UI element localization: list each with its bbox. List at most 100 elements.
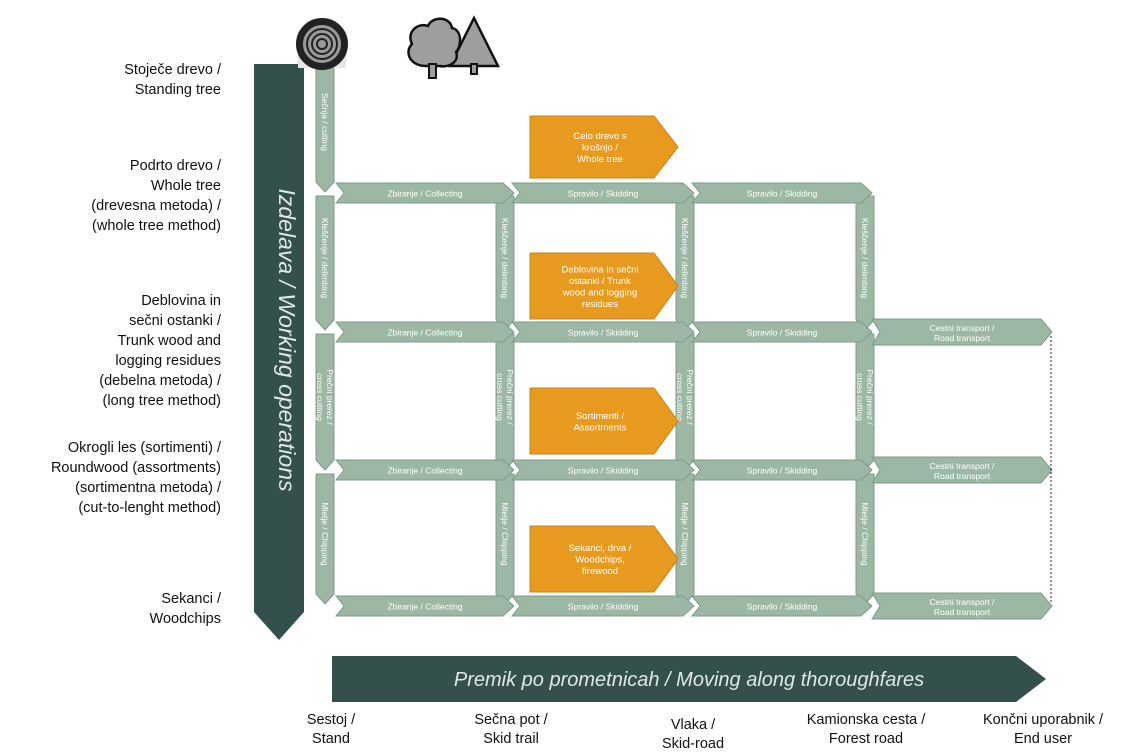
movement-arrow-shape xyxy=(871,592,1053,620)
row-label-standing-tree: Stoječe drevo / Standing tree xyxy=(124,62,221,98)
operation-arrow-label: Prečni prerez /cross cutting xyxy=(495,369,515,425)
movement-arrow-shape xyxy=(690,459,873,481)
delimbing-arrow: Kleščenje / delimbing xyxy=(675,195,695,331)
product-arrow-shape xyxy=(529,387,679,455)
cross-cutting-arrow: Prečni prerez /cross cutting xyxy=(495,333,515,471)
forest-trees-icon xyxy=(407,15,501,79)
chipping-arrow: Mletje / Chipping xyxy=(495,473,515,605)
movement-arrow-label: Zbiranje / Collecting xyxy=(387,466,462,476)
product-arrow-shape xyxy=(529,115,679,179)
moving-thoroughfares-arrow xyxy=(332,656,1046,702)
movement-arrow-shape xyxy=(334,595,515,617)
movement-arrow-label: Spravilo / Skidding xyxy=(747,189,818,199)
product-arrow-shape xyxy=(529,525,679,593)
row-label-roundwood: Okrogli les (sortimenti) / Roundwood (as… xyxy=(50,440,221,516)
delimbing-arrow: Kleščenje / delimbing xyxy=(315,195,335,331)
movement-arrow-shape xyxy=(871,318,1053,346)
operation-arrow-shape xyxy=(495,473,515,605)
movement-arrow-shape xyxy=(510,595,695,617)
skidding-arrow: Spravilo / Skidding xyxy=(690,459,873,481)
column-label-skid-road: Vlaka / Skid-road xyxy=(661,717,725,752)
row-label-trunk-wood: Deblovina in sečni ostanki / Trunk wood … xyxy=(99,293,221,409)
chipping-arrow: Mletje / Chipping xyxy=(315,473,335,605)
operation-arrow-label: Kleščenje / delimbing xyxy=(680,218,690,299)
product-woodchips-arrow: Sekanci, drva /Woodchips,firewood xyxy=(529,525,679,593)
movement-arrow-label: Spravilo / Skidding xyxy=(747,602,818,612)
movement-arrow-label: Spravilo / Skidding xyxy=(747,328,818,338)
operation-arrow-shape xyxy=(855,333,875,471)
movement-arrow-label: Cestni transport /Road transport xyxy=(930,323,995,343)
skidding-arrow: Spravilo / Skidding xyxy=(510,459,695,481)
operation-arrow-shape xyxy=(315,195,335,331)
skidding-arrow: Spravilo / Skidding xyxy=(510,595,695,617)
row-label-whole-tree: Podrto drevo / Whole tree (drevesna meto… xyxy=(91,158,221,234)
movement-arrow-shape xyxy=(871,456,1053,484)
collecting-arrow: Zbiranje / Collecting xyxy=(334,182,515,204)
movement-arrow-label: Spravilo / Skidding xyxy=(568,466,639,476)
movement-arrow-shape xyxy=(510,321,695,343)
deciduous-crown xyxy=(407,17,462,68)
road-transport-arrow: Cestni transport /Road transport xyxy=(871,592,1053,620)
row-label-woodchips: Sekanci / Woodchips xyxy=(149,591,221,627)
operation-arrow-label: Mletje / Chipping xyxy=(680,502,690,566)
conifer-trunk xyxy=(470,63,478,75)
movement-arrow-label: Spravilo / Skidding xyxy=(747,466,818,476)
movement-arrow-shape xyxy=(334,459,515,481)
working-operations-arrow xyxy=(254,64,304,640)
tree-log-rings-icon xyxy=(296,18,348,70)
operation-arrow-label: Kleščenje / delimbing xyxy=(320,218,330,299)
chipping-arrow: Mletje / Chipping xyxy=(855,473,875,605)
column-label-stand: Sestoj / Stand xyxy=(306,712,356,747)
movement-arrow-shape xyxy=(510,182,695,204)
movement-arrow-label: Spravilo / Skidding xyxy=(568,602,639,612)
movement-arrow-label: Zbiranje / Collecting xyxy=(387,328,462,338)
cross-cutting-arrow: Prečni prerez /cross cutting xyxy=(315,333,335,471)
movement-arrow-label: Spravilo / Skidding xyxy=(568,328,639,338)
operation-arrow-label: Kleščenje / delimbing xyxy=(860,218,870,299)
operation-arrow-shape xyxy=(855,195,875,331)
operation-arrow-label: Kleščenje / delimbing xyxy=(500,218,510,299)
operation-arrow-label: Prečni prerez /cross cutting xyxy=(855,369,875,425)
skidding-arrow: Spravilo / Skidding xyxy=(690,595,873,617)
movement-arrow-shape xyxy=(690,321,873,343)
operation-arrow-shape xyxy=(675,473,695,605)
product-assortments-arrow: Sortimenti /Assortments xyxy=(529,387,679,455)
skidding-arrow: Spravilo / Skidding xyxy=(690,182,873,204)
movement-arrow-shape xyxy=(334,182,515,204)
movement-arrow-label: Zbiranje / Collecting xyxy=(387,189,462,199)
cross-cutting-arrow: Prečni prerez /cross cutting xyxy=(675,333,695,471)
moving-thoroughfares-label: Premik po prometnicah / Moving along tho… xyxy=(454,669,924,691)
road-transport-arrow: Cestni transport /Road transport xyxy=(871,318,1053,346)
working-operations-label: Izdelava / Working operations xyxy=(274,189,300,492)
operation-arrow-label: Mletje / Chipping xyxy=(500,502,510,566)
operation-arrow-label: Mletje / Chipping xyxy=(860,502,870,566)
operation-arrow-shape xyxy=(315,473,335,605)
road-transport-arrow: Cestni transport /Road transport xyxy=(871,456,1053,484)
operation-arrow-shape xyxy=(315,333,335,471)
collecting-arrow: Zbiranje / Collecting xyxy=(334,595,515,617)
movement-arrow-label: Cestni transport /Road transport xyxy=(930,597,995,617)
product-arrow-shape xyxy=(529,252,679,320)
delimbing-arrow: Kleščenje / delimbing xyxy=(855,195,875,331)
column-label-forest-road: Kamionska cesta / Forest road xyxy=(806,712,926,747)
delimbing-arrow: Kleščenje / delimbing xyxy=(495,195,515,331)
column-label-end-user: Končni uporabnik / End user xyxy=(982,712,1104,747)
cutting-arrow: Sečnja / cutting xyxy=(315,61,335,193)
movement-arrow-shape xyxy=(690,595,873,617)
skidding-arrow: Spravilo / Skidding xyxy=(510,321,695,343)
product-arrow-label: Sekanci, drva /Woodchips,firewood xyxy=(569,543,632,577)
movement-arrow-shape xyxy=(690,182,873,204)
operation-arrow-label: Mletje / Chipping xyxy=(320,502,330,566)
product-arrow-label: Sortimenti /Assortments xyxy=(574,411,627,434)
movement-arrow-shape xyxy=(334,321,515,343)
cross-cutting-arrow: Prečni prerez /cross cutting xyxy=(855,333,875,471)
skidding-arrow: Spravilo / Skidding xyxy=(510,182,695,204)
